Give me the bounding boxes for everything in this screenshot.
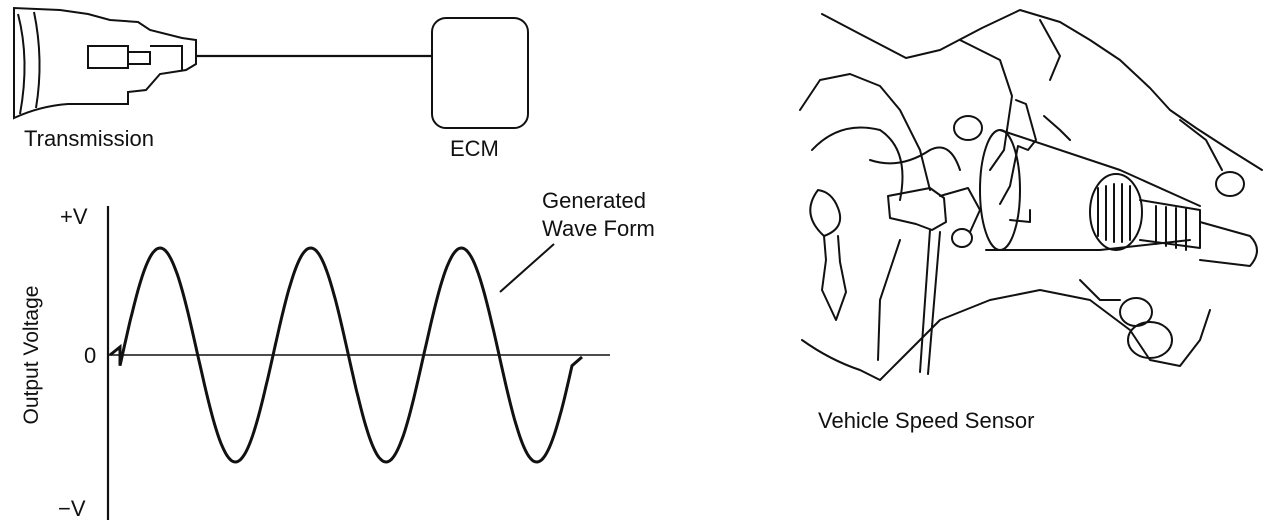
annotation-line-1: Generated — [542, 188, 646, 213]
sensor-label: Vehicle Speed Sensor — [818, 408, 1035, 433]
tick-label-plus-v: +V — [60, 204, 88, 229]
ecm-label: ECM — [450, 136, 499, 161]
transmission-label: Transmission — [24, 126, 154, 151]
transmission-illustration — [799, 9, 1263, 381]
transmission-housing — [13, 6, 197, 120]
wave-curve — [109, 246, 583, 464]
ecm-box — [431, 17, 529, 129]
annotation-leader — [499, 243, 555, 293]
tick-label-zero: 0 — [84, 343, 96, 368]
tick-label-minus-v: −V — [58, 496, 86, 521]
y-axis-label: Output Voltage — [20, 286, 43, 425]
annotation-line-2: Wave Form — [542, 216, 655, 241]
